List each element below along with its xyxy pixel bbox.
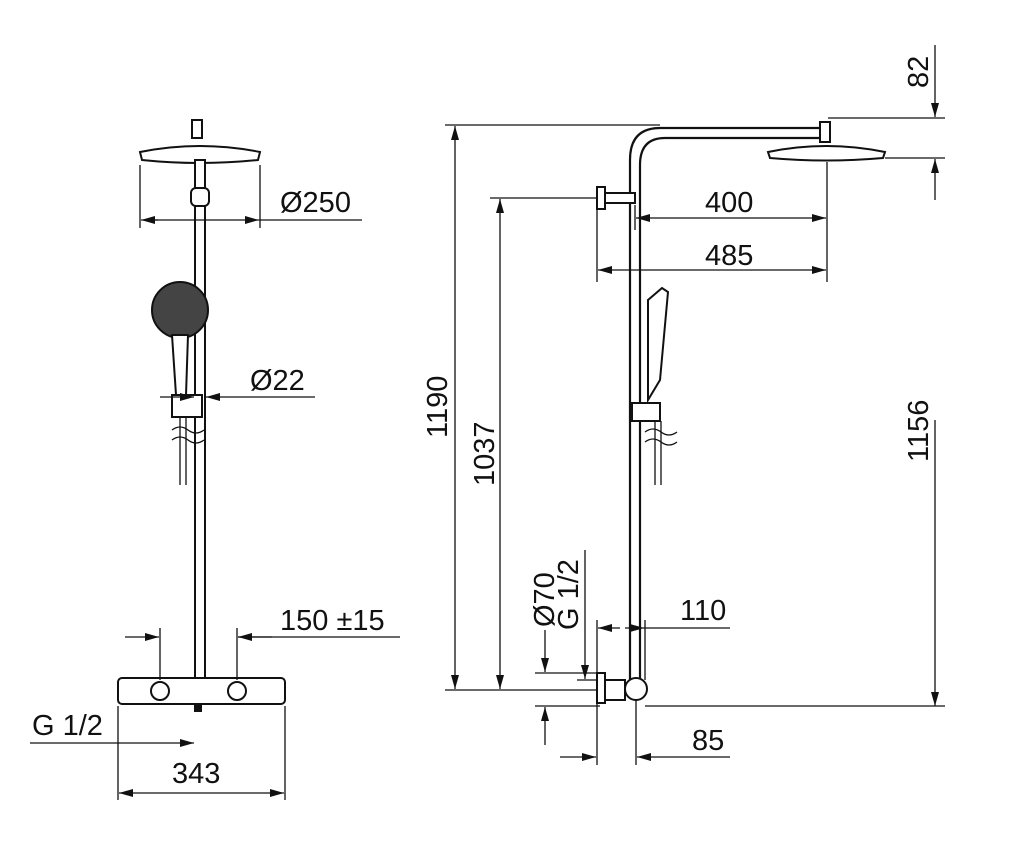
- dim-head-reach: 400: [705, 187, 753, 219]
- mixer-outlet: [194, 704, 202, 712]
- break-mark: [171, 426, 205, 444]
- ext-lines-110-85: [596, 620, 646, 765]
- dim-wall-to-mixer-axis: 85: [692, 725, 724, 757]
- ext-lines-250: [139, 165, 261, 228]
- overhead-shower-side: [766, 145, 887, 162]
- arm-bracket-rosette: [596, 186, 606, 210]
- dim-arm-height: 1037: [469, 421, 501, 486]
- dim-rod-diameter: Ø22: [250, 365, 305, 397]
- rod-connector: [190, 187, 210, 207]
- arm-joint: [819, 121, 831, 143]
- dim-head-diameter: Ø250: [280, 187, 351, 219]
- hand-shower-handle: [170, 334, 190, 396]
- dim-mixer-width: 343: [172, 758, 220, 790]
- head-joint: [191, 119, 203, 139]
- riser-and-arm: [628, 126, 822, 690]
- thermostat-mixer: [117, 677, 286, 705]
- dim-arm-reach: 485: [705, 240, 753, 272]
- slide-holder-side: [631, 402, 661, 422]
- dim-flange-diameter: Ø70: [529, 572, 561, 627]
- hand-shower-head: [151, 281, 209, 339]
- dim-inlet-spacing: 150 ±15: [280, 605, 385, 637]
- dim-inlet-thread-side: G 1/2: [553, 559, 585, 630]
- front-view: Ø250 Ø22 150 ±15 G 1/2 343: [30, 119, 400, 800]
- ext-lines-150: [159, 628, 238, 680]
- mixer-inlet-right: [227, 681, 247, 701]
- dim-head-drop: 82: [903, 56, 935, 88]
- ext-lines-82: [828, 117, 945, 159]
- ext-lines-reach: [596, 162, 828, 282]
- riser-rod: [194, 159, 206, 681]
- eccentric-connector: [604, 679, 626, 701]
- hand-shower-side: [647, 286, 670, 404]
- break-mark-side: [644, 428, 678, 446]
- arm-bracket: [604, 192, 636, 204]
- dim-inlet-thread: G 1/2: [32, 710, 103, 742]
- dim-overall-height: 1190: [422, 376, 454, 438]
- wall-flange: [596, 672, 606, 704]
- mixer-body-side: [624, 677, 648, 701]
- mixer-inlet-left: [150, 681, 170, 701]
- overhead-shower: [138, 145, 262, 164]
- dim-wall-to-rod: 110: [680, 595, 726, 627]
- slide-holder: [171, 394, 203, 418]
- dim-head-height: 1156: [903, 400, 935, 462]
- side-view: 82 1156 1190 1037 400 485 Ø70 G 1/2 110 …: [422, 45, 945, 765]
- ext-lines-343: [117, 706, 286, 800]
- ext-lines-70: [535, 672, 600, 707]
